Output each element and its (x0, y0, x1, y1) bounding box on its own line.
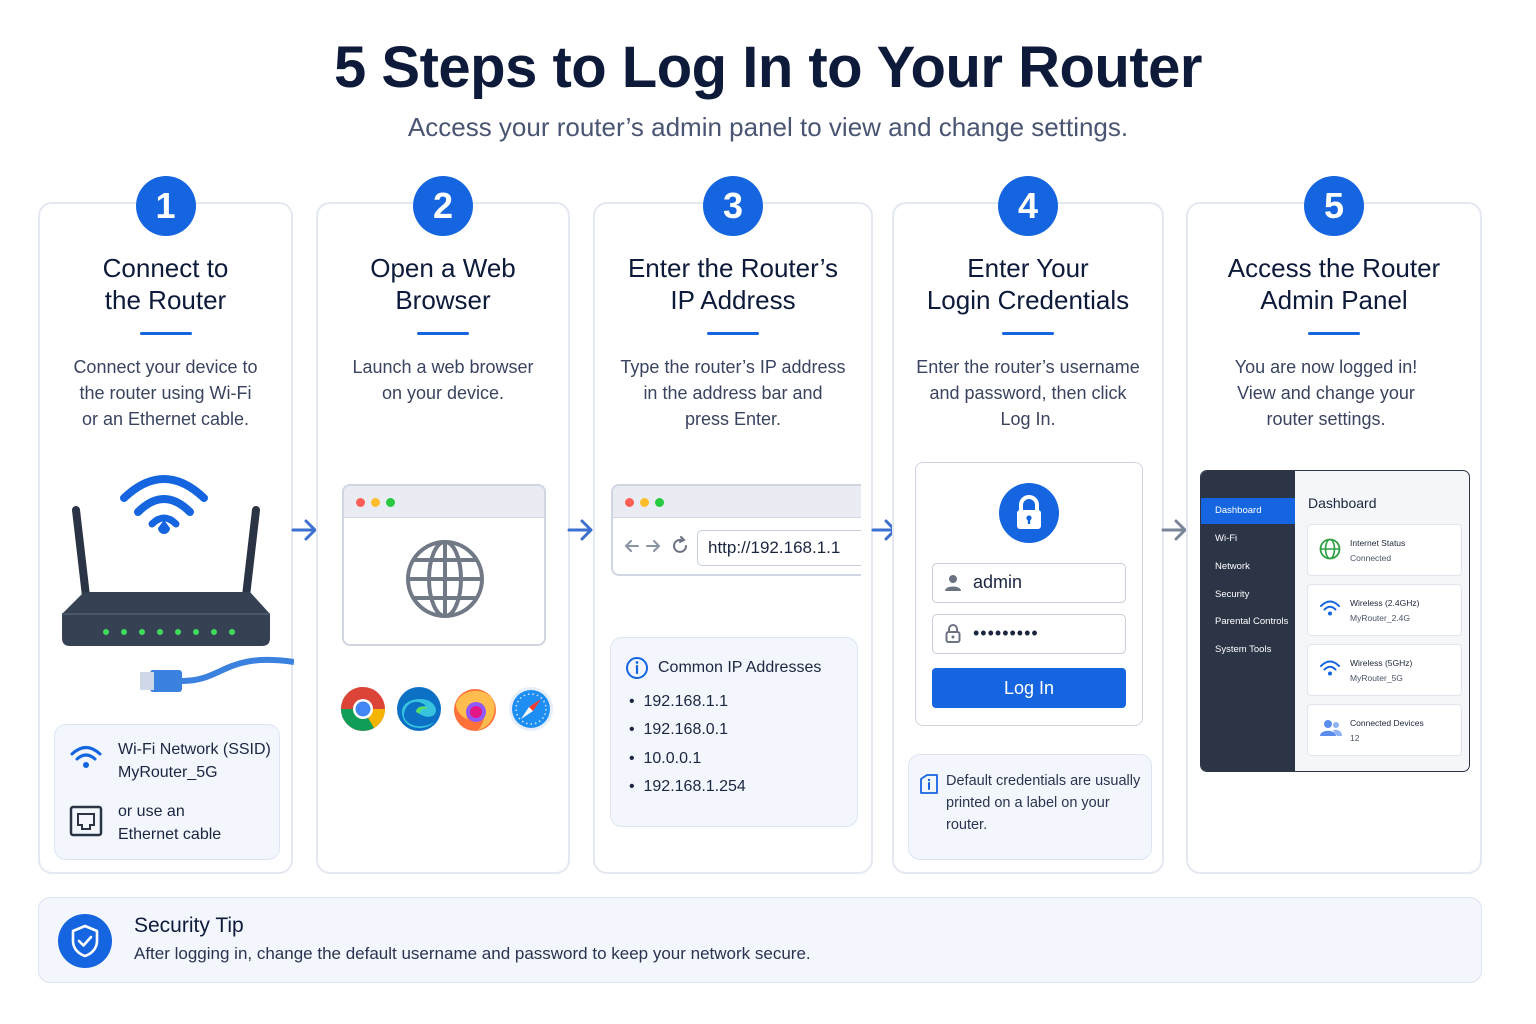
sidebar-item-network[interactable]: Network (1215, 561, 1250, 572)
step-4-card: 4 Enter Your Login Credentials Enter the… (892, 176, 1164, 874)
browser-address-window: http://192.168.1.1 (611, 484, 861, 576)
ip-list-item: • 192.168.1.254 (629, 778, 746, 795)
step-2-description: Launch a web browser on your device. (352, 357, 534, 403)
login-button[interactable]: Log In (932, 668, 1126, 708)
info-icon (626, 657, 648, 679)
step-1-badge: 1 (135, 176, 196, 236)
step-3-title: Enter the Router’s IP Address (627, 253, 839, 315)
chrome-icon[interactable] (340, 686, 386, 732)
ethernet-label-2: Ethernet cable (118, 826, 222, 843)
ethernet-label-1: or use an (118, 803, 185, 820)
username-field[interactable]: admin (932, 563, 1126, 603)
ethernet-port-icon (69, 805, 103, 837)
wifi-icon (1320, 600, 1340, 616)
admin-dashboard: Dashboard Wi-Fi Network Security Parenta… (1200, 470, 1470, 772)
status-card-wireless-24[interactable]: Wireless (2.4GHz) MyRouter_2.4G (1307, 584, 1462, 636)
page-subtitle: Access your router’s admin panel to view… (407, 112, 1129, 142)
step-4-description: Enter the router’s username and password… (916, 357, 1140, 429)
step-3-underline (707, 332, 759, 335)
wifi-info-box: Wi-Fi Network (SSID) MyRouter_5G or use … (54, 724, 280, 860)
sidebar-item-system-tools[interactable]: System Tools (1215, 644, 1272, 655)
status-card-wireless-5[interactable]: Wireless (5GHz) MyRouter_5G (1307, 644, 1462, 696)
password-field[interactable]: ••••••••• (932, 614, 1126, 654)
common-ip-title: Common IP Addresses (658, 659, 822, 676)
step-4-title: Enter Your Login Credentials (926, 253, 1130, 315)
security-tip-title: Security Tip (134, 914, 244, 937)
edge-icon[interactable] (396, 686, 442, 732)
step-1-card: 1 Connect to the Router Connect your dev… (38, 176, 294, 874)
sidebar-item-dashboard[interactable]: Dashboard (1201, 498, 1295, 524)
ip-list-item: • 192.168.0.1 (629, 721, 729, 738)
credentials-note: Default credentials are usually printed … (946, 773, 1141, 833)
login-form: admin ••••••••• Log In (915, 462, 1143, 726)
wifi-icon (1320, 660, 1340, 676)
arrow-right-icon (1161, 519, 1187, 541)
dashboard-sidebar: Dashboard Wi-Fi Network Security Parenta… (1201, 471, 1295, 771)
wifi-signal-icon (120, 475, 208, 502)
wifi-label: Wi-Fi Network (SSID) (118, 741, 271, 758)
address-bar[interactable]: http://192.168.1.1 (697, 530, 861, 566)
info-label-icon (920, 774, 938, 794)
arrow-right-icon (291, 519, 317, 541)
step-5-description: You are now logged in! View and change y… (1234, 357, 1418, 429)
security-tip-banner: Security Tip After logging in, change th… (38, 897, 1482, 983)
sidebar-item-wifi[interactable]: Wi-Fi (1215, 533, 1238, 544)
browser-window (342, 484, 546, 646)
step-4-badge: 4 (998, 176, 1058, 236)
dashboard-title: Dashboard (1308, 495, 1377, 511)
safari-icon[interactable] (508, 686, 554, 732)
step-2-card: 2 Open a Web Browser Launch a web browse… (316, 176, 570, 874)
step-1-title: Connect to the Router (102, 253, 229, 315)
credentials-note-box: Default credentials are usually printed … (908, 754, 1152, 860)
arrow-right-icon (567, 519, 593, 541)
step-3-description: Type the router’s IP address in the addr… (620, 357, 846, 429)
ip-list-item: • 192.168.1.1 (629, 693, 729, 710)
step-5-title: Access the Router Admin Panel (1227, 253, 1441, 315)
sidebar-item-parental-controls[interactable]: Parental Controls (1215, 616, 1289, 627)
router-illustration (62, 475, 294, 692)
step-2-title: Open a Web Browser (370, 253, 516, 315)
user-icon (945, 575, 961, 591)
firefox-icon[interactable] (452, 686, 498, 732)
globe-icon (406, 540, 484, 618)
step-1-description: Connect your device to the router using … (73, 357, 258, 429)
step-4-underline (1002, 332, 1054, 335)
status-card-internet[interactable]: Internet Status Connected (1307, 524, 1462, 576)
step-3-badge: 3 (703, 176, 763, 236)
users-icon (1320, 720, 1342, 736)
step-1-underline (139, 332, 192, 335)
step-5-badge: 5 (1304, 176, 1364, 236)
security-tip-text: After logging in, change the default use… (134, 944, 811, 963)
status-card-devices[interactable]: Connected Devices 12 (1307, 704, 1462, 756)
nav-back-forward-icon[interactable] (623, 536, 693, 556)
shield-icon (58, 914, 112, 968)
step-2-underline (417, 332, 469, 335)
ip-list-item: • 10.0.0.1 (629, 750, 702, 767)
step-5-underline (1308, 332, 1360, 335)
sidebar-item-security[interactable]: Security (1215, 589, 1250, 600)
lock-icon (999, 483, 1059, 543)
wifi-ssid: MyRouter_5G (118, 764, 218, 781)
common-ip-box: Common IP Addresses • 192.168.1.1 • 192.… (610, 637, 858, 827)
globe-icon (1319, 538, 1341, 560)
step-3-card: 3 Enter the Router’s IP Address Type the… (593, 176, 873, 874)
page-title: 5 Steps to Log In to Your Router (334, 35, 1202, 100)
wifi-icon (70, 746, 102, 768)
step-2-badge: 2 (413, 176, 473, 236)
padlock-icon (945, 624, 961, 643)
